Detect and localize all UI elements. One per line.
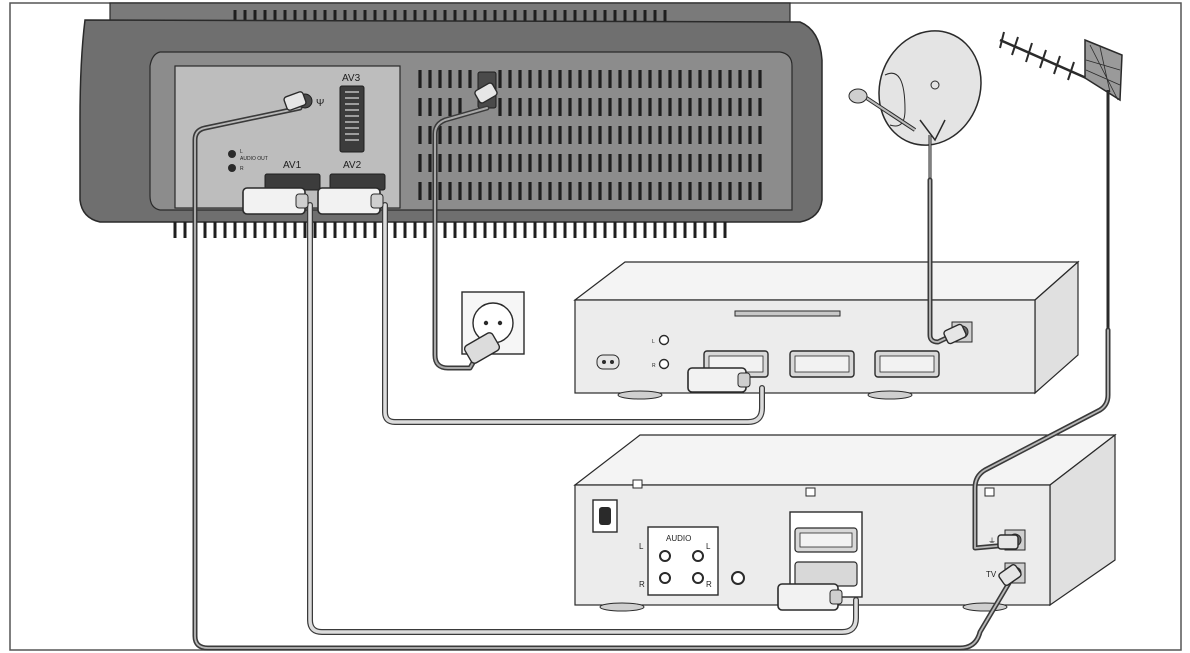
tv-rear: AV3 Ψ L AUDIO OUT R AV1 AV2	[79, 2, 823, 238]
scart-plug-receiver	[687, 367, 747, 393]
satellite-dish	[848, 30, 982, 180]
power-plug-tv	[474, 82, 498, 104]
rf-plug-tv	[283, 91, 307, 111]
antenna-elements	[999, 31, 1075, 81]
dish-lnb	[848, 88, 868, 104]
plugs	[242, 82, 1022, 611]
vcr-audio-label-lb: R	[639, 580, 645, 589]
tv-av3-label: AV3	[342, 73, 361, 84]
vcr-audio-out-l	[692, 550, 704, 562]
receiver-power-inlet	[596, 354, 620, 370]
receiver-slot	[734, 310, 841, 317]
rf-plug-receiver	[943, 323, 967, 345]
receiver-top	[573, 261, 1080, 301]
power-plug	[463, 332, 501, 364]
rf-plug-vcr-in	[997, 534, 1019, 550]
vcr-mic-jack	[731, 571, 745, 585]
vcr-rf-in-label: ⏚	[988, 537, 996, 546]
satellite-receiver: L R	[573, 260, 1080, 400]
vcr-audio-in-r	[659, 572, 671, 584]
terrestrial-antenna	[999, 31, 1123, 330]
vcr-audio-in-l	[659, 550, 671, 562]
tv-av3-scart	[339, 85, 365, 153]
vcr-audio-label-lt: L	[639, 542, 644, 551]
tv-audio-out-title: AUDIO OUT	[240, 156, 268, 162]
tv-av2-label: AV2	[343, 160, 362, 171]
tv-bottom-vents	[173, 222, 727, 238]
tv-av1-label: AV1	[283, 160, 302, 171]
vcr-audio-label-rb: R	[706, 580, 712, 589]
tv-audio-out-jack-r	[228, 164, 236, 172]
tv-audio-out-l: L	[240, 149, 243, 155]
tv-antenna-symbol: Ψ	[316, 98, 324, 109]
receiver-audio-l	[658, 334, 670, 346]
vcr-audio-out-r	[692, 572, 704, 584]
receiver-audio-r-label: R	[652, 363, 656, 369]
tv-panel-vents	[418, 70, 762, 200]
scart-plug-vcr	[777, 583, 839, 611]
rf-plug-vcr-out	[998, 564, 1022, 586]
cables	[192, 105, 1111, 651]
vcr-audio-panel	[647, 526, 719, 596]
tv-audio-out-r: R	[240, 166, 244, 172]
antenna-reflector	[1084, 38, 1123, 102]
receiver-audio-r	[658, 358, 670, 370]
receiver-audio-l-label: L	[652, 339, 655, 345]
vcr: AUDIO L L R R ⏚ TV	[573, 433, 1117, 612]
vcr-rf-out-label: TV	[986, 570, 997, 579]
tv-audio-out-jack-l	[228, 150, 236, 158]
vcr-audio-label-rt: L	[706, 542, 711, 551]
vcr-audio-label: AUDIO	[666, 534, 691, 543]
tv-hood-vents	[233, 10, 667, 28]
vcr-scart-ext1	[794, 561, 858, 587]
